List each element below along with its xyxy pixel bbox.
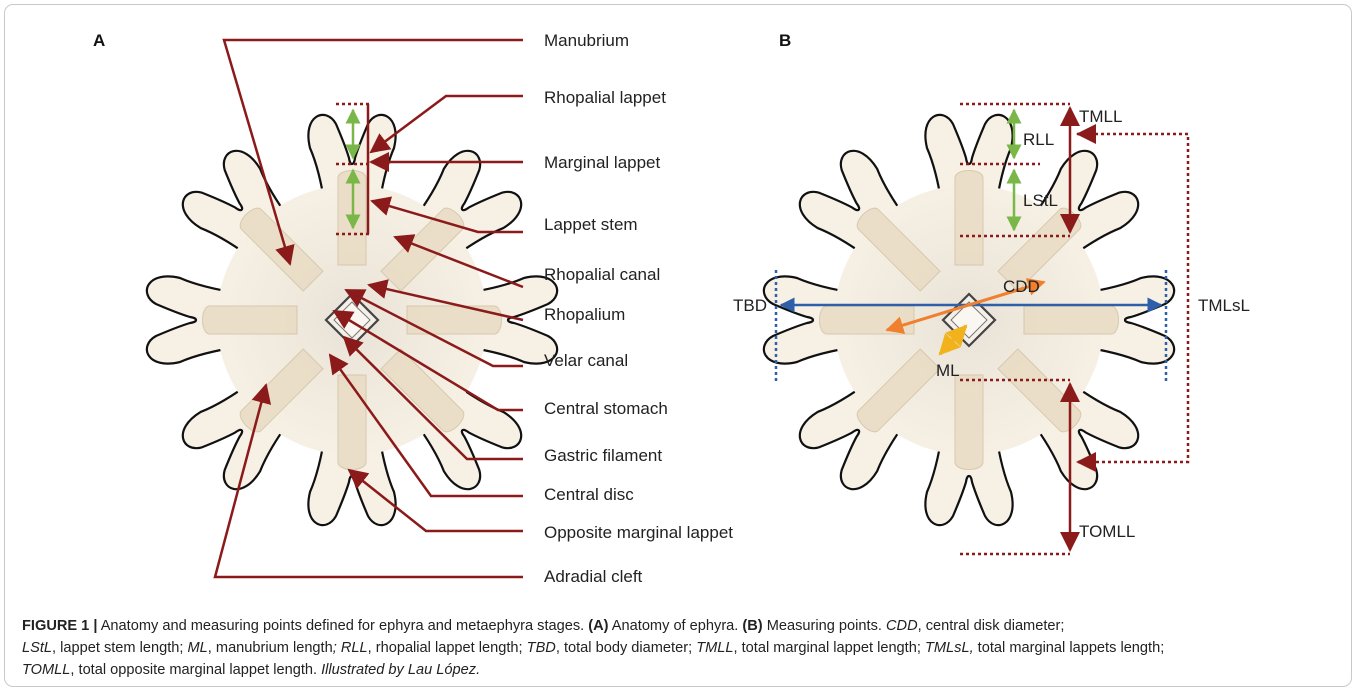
label-tbd: TBD xyxy=(733,296,767,315)
caption-def-cdd: , central disk diameter; xyxy=(918,618,1065,634)
figure-caption: FIGURE 1 | Anatomy and measuring points … xyxy=(22,615,1337,681)
lappet-stem-shape xyxy=(955,375,983,470)
caption-a-text: Anatomy of ephyra. xyxy=(609,618,743,634)
caption-def-tmll: , total marginal lappet length; xyxy=(734,640,925,656)
caption-intro: Anatomy and measuring points defined for… xyxy=(97,618,588,634)
caption-def-tmlsl: total marginal lappets length; xyxy=(974,640,1165,656)
lappet-stem-shape xyxy=(1024,306,1119,334)
caption-def-lstl: , lappet stem length; xyxy=(52,640,187,656)
caption-abbr-lstl: LStL xyxy=(22,640,52,656)
callout-central-stomach: Central stomach xyxy=(544,399,668,418)
lappet-stem-shape xyxy=(820,306,915,334)
label-tomll: TOMLL xyxy=(1079,522,1135,541)
caption-abbr-tomll: TOMLL xyxy=(22,662,70,678)
caption-abbr-cdd: CDD xyxy=(886,618,918,634)
callout-velar-canal: Velar canal xyxy=(544,351,628,370)
panel-b-letter: B xyxy=(779,31,791,50)
callout-rhopalium: Rhopalium xyxy=(544,305,625,324)
lappet-stem-shape xyxy=(203,306,298,334)
callout-rhopalial-lappet: Rhopalial lappet xyxy=(544,88,666,107)
label-rll: RLL xyxy=(1023,130,1054,149)
caption-label: FIGURE 1 | xyxy=(22,618,97,634)
caption-def-tomll: , total opposite marginal lappet length. xyxy=(70,662,321,678)
caption-b-text: Measuring points. xyxy=(763,618,886,634)
caption-abbr-tbd: TBD xyxy=(527,640,556,656)
callout-adradial-cleft: Adradial cleft xyxy=(544,567,643,586)
ephyra-illustration-b xyxy=(764,115,1174,525)
lappet-stem-shape xyxy=(338,375,366,470)
callout-lappet-stem: Lappet stem xyxy=(544,215,638,234)
label-tmlsl: TMLsL xyxy=(1198,296,1250,315)
caption-credit: Illustrated by Lau López. xyxy=(321,662,480,678)
callout-marginal-lappet: Marginal lappet xyxy=(544,153,661,172)
callout-central-disc: Central disc xyxy=(544,485,634,504)
panel-a-letter: A xyxy=(93,31,105,50)
caption-a-ref: (A) xyxy=(588,618,608,634)
callout-manubrium: Manubrium xyxy=(544,31,629,50)
callout-labels-a: Manubrium Rhopalial lappet Marginal lapp… xyxy=(544,31,733,586)
label-lstl: LStL xyxy=(1023,191,1058,210)
caption-abbr-ml: ML xyxy=(188,640,208,656)
callout-rhopalial-canal: Rhopalial canal xyxy=(544,265,660,284)
callout-opposite-marginal-lappet: Opposite marginal lappet xyxy=(544,523,733,542)
caption-abbr-tmlsl: TMLsL, xyxy=(925,640,974,656)
caption-b-ref: (B) xyxy=(742,618,762,634)
caption-def-ml: , manubrium length xyxy=(208,640,333,656)
label-cdd: CDD xyxy=(1003,277,1040,296)
caption-abbr-rll: ; RLL xyxy=(333,640,368,656)
lappet-stem-shape xyxy=(955,171,983,266)
label-tmll: TMLL xyxy=(1079,107,1122,126)
figure-diagram: A B Manubrium xyxy=(0,0,1358,610)
caption-def-rll: , rhopalial lappet length; xyxy=(368,640,527,656)
callout-gastric-filament: Gastric filament xyxy=(544,446,662,465)
caption-def-tbd: , total body diameter; xyxy=(556,640,696,656)
caption-abbr-tmll: TMLL xyxy=(696,640,733,656)
label-ml: ML xyxy=(936,361,960,380)
